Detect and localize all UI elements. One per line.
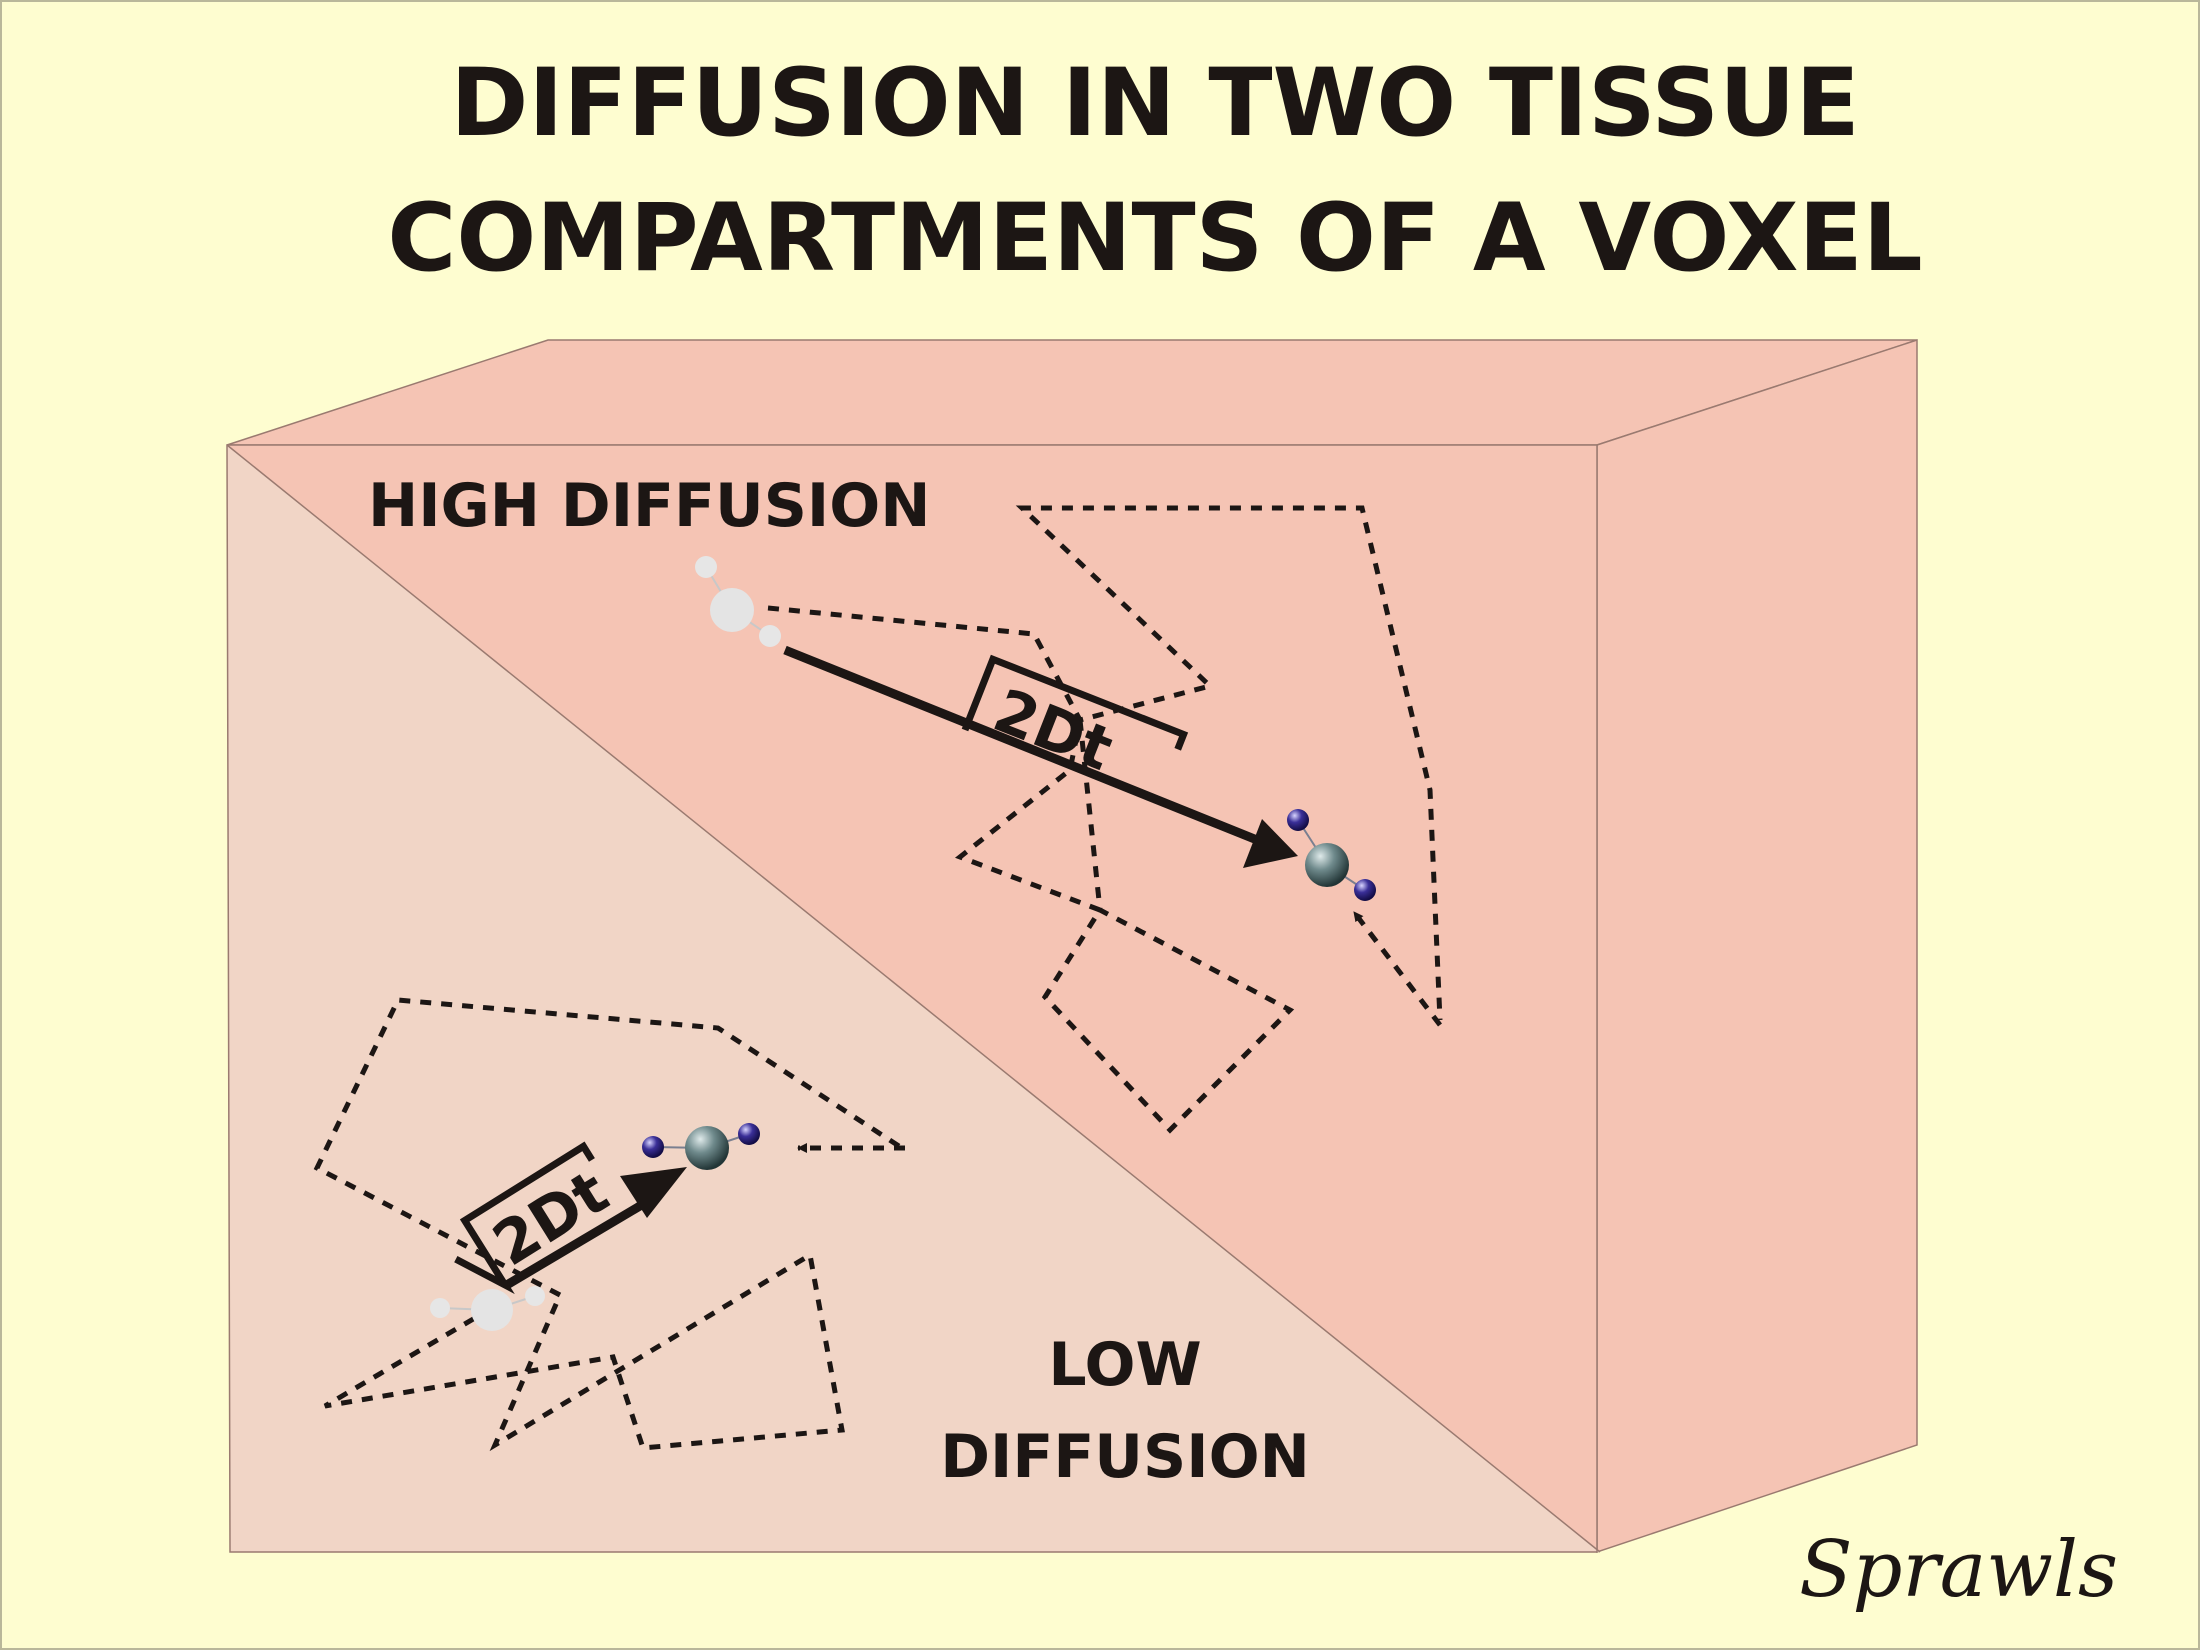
voxel-side-face (1596, 338, 1918, 1554)
low-start-water-molecule-icon (430, 1286, 545, 1331)
high-diffusion-compartment: HIGH DIFFUSION 2Dt (368, 471, 1443, 1134)
low-random-walk-path-1 (323, 1250, 845, 1452)
low-end-water-molecule-icon (642, 1123, 760, 1170)
high-end-water-molecule-icon (1287, 809, 1376, 901)
high-path-end-arrow (1352, 910, 1442, 1027)
high-random-walk-path-3 (954, 719, 1101, 913)
author-signature: Sprawls (1799, 1525, 2118, 1615)
high-displacement-arrowhead (1243, 819, 1298, 868)
title-line-1: DIFFUSION IN TWO TISSUE (450, 49, 1859, 158)
high-random-walk-path-1 (767, 505, 1443, 1021)
low-displacement-arrowhead (620, 1167, 687, 1218)
high-displacement-arrow (783, 645, 1264, 847)
high-random-walk-path-2 (1041, 719, 1295, 1134)
low-diffusion-label-line-1: LOW (1048, 1330, 1201, 1400)
square-root-symbol (454, 1141, 595, 1295)
compartment-divider (226, 444, 1601, 1553)
low-diffusion-label-line-2: DIFFUSION (940, 1422, 1310, 1492)
low-diffusion-compartment: LOW DIFFUSION 2Dt (313, 997, 1310, 1492)
low-displacement-arrow (502, 1196, 653, 1290)
high-start-water-molecule-icon (695, 556, 781, 647)
title-line-2: COMPARTMENTS OF A VOXEL (387, 184, 1922, 293)
voxel-box (226, 338, 1918, 1554)
voxel-front-face-outline (226, 444, 1598, 1553)
high-diffusion-label: HIGH DIFFUSION (368, 471, 930, 541)
square-root-symbol (961, 654, 1189, 751)
